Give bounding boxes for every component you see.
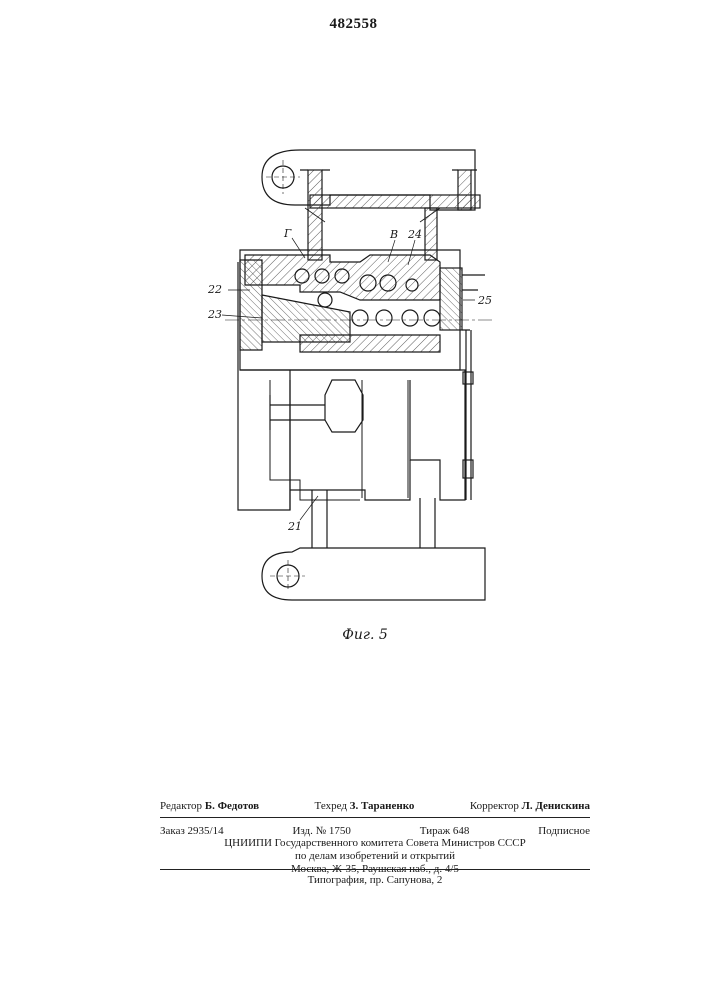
bottom-eye-lug bbox=[262, 548, 485, 600]
imprint-divider-bottom bbox=[160, 869, 590, 870]
corrector-label: Корректор bbox=[470, 800, 519, 812]
top-crossbar bbox=[310, 195, 480, 208]
imprint-staff-row: Редактор Б. Федотов Техред З. Тараненко … bbox=[160, 800, 590, 813]
figure-caption: Фиг. 5 bbox=[330, 627, 400, 643]
imprint-divider-top bbox=[160, 817, 590, 818]
housing-section-upper bbox=[245, 255, 440, 300]
upper-strut bbox=[425, 208, 437, 260]
right-upright bbox=[458, 170, 471, 210]
editor-name: Б. Федотов bbox=[205, 800, 259, 812]
callout-22: 22 bbox=[207, 283, 222, 296]
callout-24: 24 bbox=[407, 228, 422, 241]
callout-v: В bbox=[389, 228, 398, 241]
publisher-line-2: по делам изобретений и открытий bbox=[160, 850, 590, 863]
corrector-name: Л. Денискина bbox=[522, 800, 590, 812]
left-cap bbox=[240, 260, 262, 350]
bolt-head bbox=[270, 380, 363, 432]
editor-credit: Редактор Б. Федотов bbox=[160, 800, 259, 813]
right-collar bbox=[440, 268, 462, 330]
corrector-credit: Корректор Л. Денискина bbox=[470, 800, 590, 813]
publisher-block: ЦНИИПИ Государственного комитета Совета … bbox=[160, 837, 590, 876]
lower-ring-section bbox=[300, 335, 440, 352]
printing-house: Типография, пр. Сапунова, 2 bbox=[160, 874, 590, 887]
publisher-line-1: ЦНИИПИ Государственного комитета Совета … bbox=[160, 837, 590, 850]
techred-credit: Техред З. Тараненко bbox=[315, 800, 415, 813]
callout-g: Г bbox=[283, 227, 292, 240]
techred-label: Техред bbox=[315, 800, 347, 812]
callout-23: 23 bbox=[207, 308, 222, 321]
editor-label: Редактор bbox=[160, 800, 202, 812]
techred-name: З. Тараненко bbox=[350, 800, 415, 812]
callout-25: 25 bbox=[477, 294, 492, 307]
callout-21: 21 bbox=[287, 520, 302, 533]
